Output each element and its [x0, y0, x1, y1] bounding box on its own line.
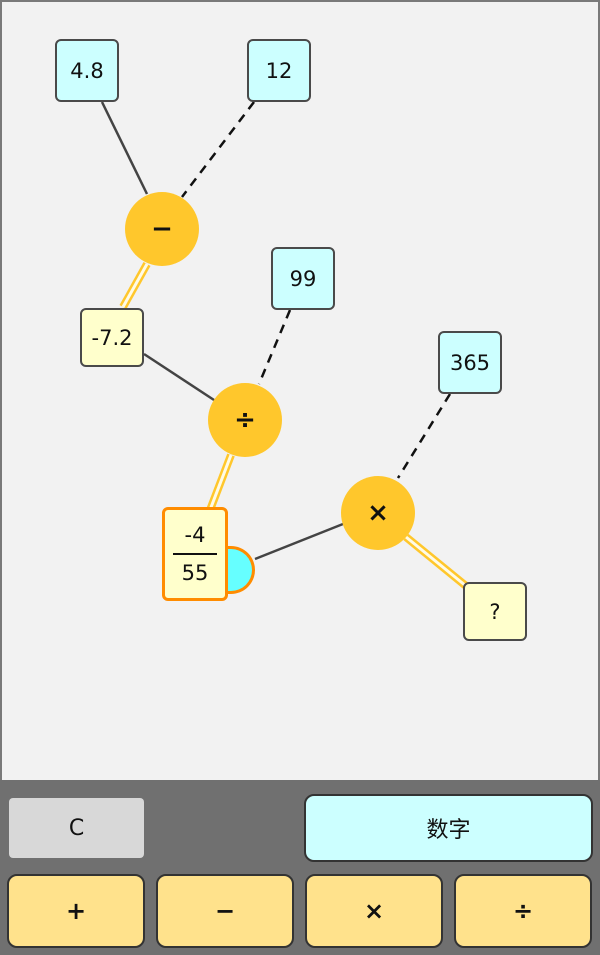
operator-node-divide[interactable]: ÷: [208, 383, 282, 457]
plus-label: +: [65, 897, 87, 925]
wire-solid: [100, 101, 149, 195]
wire-dashed: [396, 393, 452, 479]
clear-button[interactable]: C: [9, 798, 144, 858]
times-button[interactable]: ×: [305, 874, 443, 948]
minus-button[interactable]: −: [156, 874, 294, 948]
fraction-numerator: -4: [184, 523, 206, 547]
operator-symbol: ÷: [234, 405, 256, 435]
wire-dashed: [181, 101, 255, 198]
node-value: 4.8: [70, 58, 104, 83]
connection-wires: [100, 101, 469, 590]
number-node-input[interactable]: 99: [271, 247, 335, 310]
operator-node-multiply[interactable]: ×: [341, 476, 415, 550]
number-label: 数字: [426, 818, 471, 843]
expression-canvas[interactable]: 4.8 12 − -7.2 99 ÷ 365 -4 55 ×: [0, 0, 600, 780]
node-value: 12: [265, 58, 293, 83]
plus-button[interactable]: +: [7, 874, 145, 948]
wire-solid: [254, 522, 344, 561]
fraction-bar: [173, 553, 217, 555]
number-node-input[interactable]: 12: [247, 39, 311, 102]
operator-node-minus[interactable]: −: [125, 192, 199, 266]
node-value: ?: [489, 599, 501, 624]
times-label: ×: [363, 897, 385, 925]
number-node-input[interactable]: 365: [438, 331, 502, 394]
number-node-input[interactable]: 4.8: [55, 39, 119, 102]
node-value: 365: [449, 350, 491, 375]
divide-label: ÷: [512, 897, 534, 925]
wire-dashed: [257, 309, 292, 385]
number-button[interactable]: 数字: [304, 794, 593, 862]
wire-result-inner: [208, 454, 233, 511]
minus-label: −: [214, 897, 236, 925]
wire-result-inner: [405, 535, 467, 588]
operator-symbol: −: [151, 214, 173, 244]
keypad: C 数字 + − × ÷: [0, 780, 600, 955]
clear-label: C: [68, 815, 85, 841]
node-value: 99: [289, 266, 317, 291]
wire-result-inner: [121, 263, 149, 308]
number-node-unknown[interactable]: ?: [463, 582, 527, 641]
number-node-result[interactable]: -7.2: [80, 308, 144, 367]
divide-button[interactable]: ÷: [454, 874, 592, 948]
selected-fraction-node[interactable]: -4 55: [162, 507, 228, 601]
wire-solid: [143, 352, 215, 402]
operator-symbol: ×: [367, 498, 389, 528]
fraction-denominator: 55: [181, 561, 209, 585]
node-value: -7.2: [91, 325, 133, 350]
